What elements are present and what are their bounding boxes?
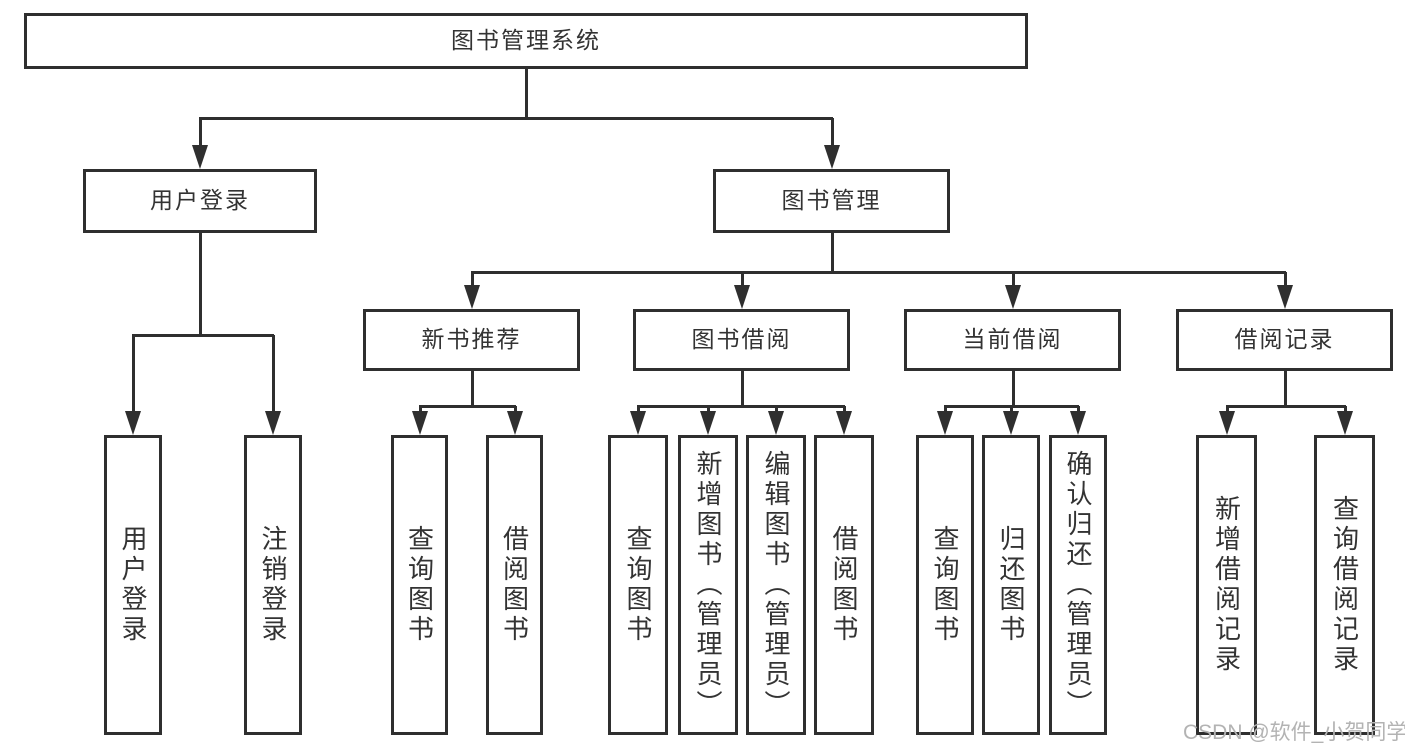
connector-shaft-leaf-logout xyxy=(272,335,275,421)
connector-shaft-branch-user-login xyxy=(199,118,202,155)
node-branch-current-borrow: 当前借阅 xyxy=(904,309,1121,371)
arrowhead-icon-leaf-user-login xyxy=(125,411,141,435)
node-leaf-edit-book: 编辑图书（管理员） xyxy=(746,435,806,735)
node-system-root: 图书管理系统 xyxy=(24,13,1028,69)
node-label-leaf-edit-book: 编辑图书（管理员） xyxy=(761,450,791,720)
arrowhead-icon-leaf-query-books-2 xyxy=(630,411,646,435)
node-branch-user-login: 用户登录 xyxy=(83,169,317,233)
connector-shaft-branch-book-management xyxy=(831,118,834,155)
node-label-leaf-add-borrow-record: 新增借阅记录 xyxy=(1211,495,1242,675)
arrowhead-icon-branch-current-borrow xyxy=(1005,285,1021,309)
node-leaf-confirm-return: 确认归还（管理员） xyxy=(1049,435,1107,735)
watermark-text: CSDN @软件_小贺同学 xyxy=(1183,721,1405,744)
connector-bus-system-root xyxy=(199,117,833,120)
connector-stem-branch-book-management xyxy=(831,233,834,272)
connector-stem-branch-borrow-records xyxy=(1284,371,1287,406)
arrowhead-icon-leaf-borrow-books-1 xyxy=(507,411,523,435)
connector-shaft-branch-book-borrow xyxy=(741,272,744,295)
node-leaf-return-book: 归还图书 xyxy=(982,435,1040,735)
arrowhead-icon-branch-book-management xyxy=(824,145,840,169)
node-label-leaf-borrow-books-2: 借阅图书 xyxy=(829,525,859,645)
connector-stem-branch-book-borrow xyxy=(741,371,744,406)
node-leaf-query-books-2: 查询图书 xyxy=(608,435,668,735)
node-leaf-borrow-books-2: 借阅图书 xyxy=(814,435,874,735)
node-branch-book-management: 图书管理 xyxy=(713,169,950,233)
connector-bus-branch-user-login xyxy=(132,334,274,337)
node-label-branch-new-book-rec: 新书推荐 xyxy=(421,326,522,353)
node-label-leaf-confirm-return: 确认归还（管理员） xyxy=(1063,450,1093,720)
node-label-branch-borrow-records: 借阅记录 xyxy=(1234,326,1335,353)
node-branch-book-borrow: 图书借阅 xyxy=(633,309,850,371)
node-leaf-borrow-books-1: 借阅图书 xyxy=(486,435,543,735)
arrowhead-icon-leaf-add-borrow-record xyxy=(1219,411,1235,435)
arrowhead-icon-leaf-edit-book xyxy=(768,411,784,435)
connector-stem-branch-user-login xyxy=(199,233,202,335)
connector-stem-system-root xyxy=(525,69,528,118)
arrowhead-icon-leaf-return-book xyxy=(1003,411,1019,435)
node-label-branch-book-borrow: 图书借阅 xyxy=(691,326,792,353)
arrowhead-icon-leaf-logout xyxy=(265,411,281,435)
arrowhead-icon-branch-user-login xyxy=(192,145,208,169)
node-label-leaf-query-books-3: 查询图书 xyxy=(930,525,960,645)
node-branch-new-book-rec: 新书推荐 xyxy=(363,309,580,371)
node-leaf-query-books-1: 查询图书 xyxy=(391,435,448,735)
arrowhead-icon-branch-book-borrow xyxy=(734,285,750,309)
node-label-branch-book-management: 图书管理 xyxy=(781,187,882,214)
arrowhead-icon-branch-borrow-records xyxy=(1277,285,1293,309)
node-label-branch-user-login: 用户登录 xyxy=(150,187,250,214)
arrowhead-icon-leaf-borrow-books-2 xyxy=(836,411,852,435)
node-label-leaf-return-book: 归还图书 xyxy=(996,525,1026,645)
connector-shaft-branch-current-borrow xyxy=(1012,272,1015,295)
node-leaf-add-book: 新增图书（管理员） xyxy=(678,435,738,735)
node-label-leaf-logout: 注销登录 xyxy=(258,525,288,645)
node-leaf-user-login: 用户登录 xyxy=(104,435,162,735)
node-label-leaf-query-books-1: 查询图书 xyxy=(404,525,435,645)
arrowhead-icon-leaf-query-books-1 xyxy=(412,411,428,435)
arrowhead-icon-leaf-confirm-return xyxy=(1070,411,1086,435)
node-label-branch-current-borrow: 当前借阅 xyxy=(962,326,1063,353)
connector-bus-branch-borrow-records xyxy=(1226,405,1346,408)
connector-shaft-branch-new-book-rec xyxy=(471,272,474,295)
connector-shaft-leaf-user-login xyxy=(132,335,135,421)
node-leaf-query-books-3: 查询图书 xyxy=(916,435,974,735)
connector-bus-branch-book-management xyxy=(471,271,1286,274)
node-label-system-root: 图书管理系统 xyxy=(451,27,601,54)
node-leaf-query-borrow-record: 查询借阅记录 xyxy=(1314,435,1375,735)
node-leaf-add-borrow-record: 新增借阅记录 xyxy=(1196,435,1257,735)
node-leaf-logout: 注销登录 xyxy=(244,435,302,735)
connector-stem-branch-new-book-rec xyxy=(471,371,474,406)
node-branch-borrow-records: 借阅记录 xyxy=(1176,309,1393,371)
node-label-leaf-query-borrow-record: 查询借阅记录 xyxy=(1329,495,1360,675)
connector-shaft-branch-borrow-records xyxy=(1284,272,1287,295)
connector-bus-branch-new-book-rec xyxy=(419,405,516,408)
arrowhead-icon-leaf-add-book xyxy=(700,411,716,435)
node-label-leaf-borrow-books-1: 借阅图书 xyxy=(499,525,530,645)
arrowhead-icon-leaf-query-borrow-record xyxy=(1337,411,1353,435)
node-label-leaf-add-book: 新增图书（管理员） xyxy=(693,450,723,720)
connector-bus-branch-book-borrow xyxy=(637,405,845,408)
connector-stem-branch-current-borrow xyxy=(1012,371,1015,406)
node-label-leaf-query-books-2: 查询图书 xyxy=(623,525,653,645)
node-label-leaf-user-login: 用户登录 xyxy=(118,525,148,645)
arrowhead-icon-leaf-query-books-3 xyxy=(937,411,953,435)
arrowhead-icon-branch-new-book-rec xyxy=(464,285,480,309)
